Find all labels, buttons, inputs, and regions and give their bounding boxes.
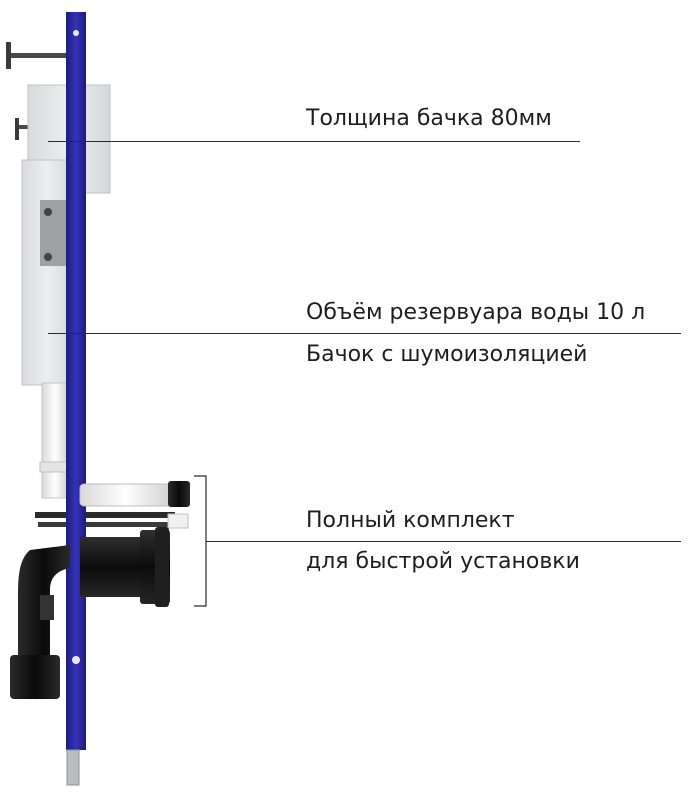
leader-line-kit bbox=[206, 541, 681, 542]
support-bar bbox=[35, 512, 175, 518]
leader-line-thickness bbox=[48, 141, 580, 142]
kit-bracket bbox=[194, 475, 207, 607]
flush-pipe bbox=[39, 382, 71, 499]
label-tank-thickness: Толщина бачка 80мм bbox=[306, 106, 552, 131]
leader-line-volume bbox=[48, 333, 681, 334]
label-tank-insulation: Бачок с шумоизоляцией bbox=[306, 342, 588, 367]
frame-foot bbox=[66, 749, 80, 786]
frame-hole bbox=[73, 30, 79, 36]
flush-connection-pipe bbox=[79, 481, 190, 529]
label-kit-line1: Полный комплект bbox=[306, 508, 515, 533]
label-tank-volume: Объём резервуара воды 10 л bbox=[306, 300, 646, 325]
support-bar-lower bbox=[38, 522, 168, 527]
drain-fitting bbox=[10, 527, 170, 699]
installation-frame bbox=[66, 12, 86, 750]
frame-hole bbox=[72, 656, 80, 664]
label-kit-line2: для быстрой установки bbox=[306, 549, 580, 574]
